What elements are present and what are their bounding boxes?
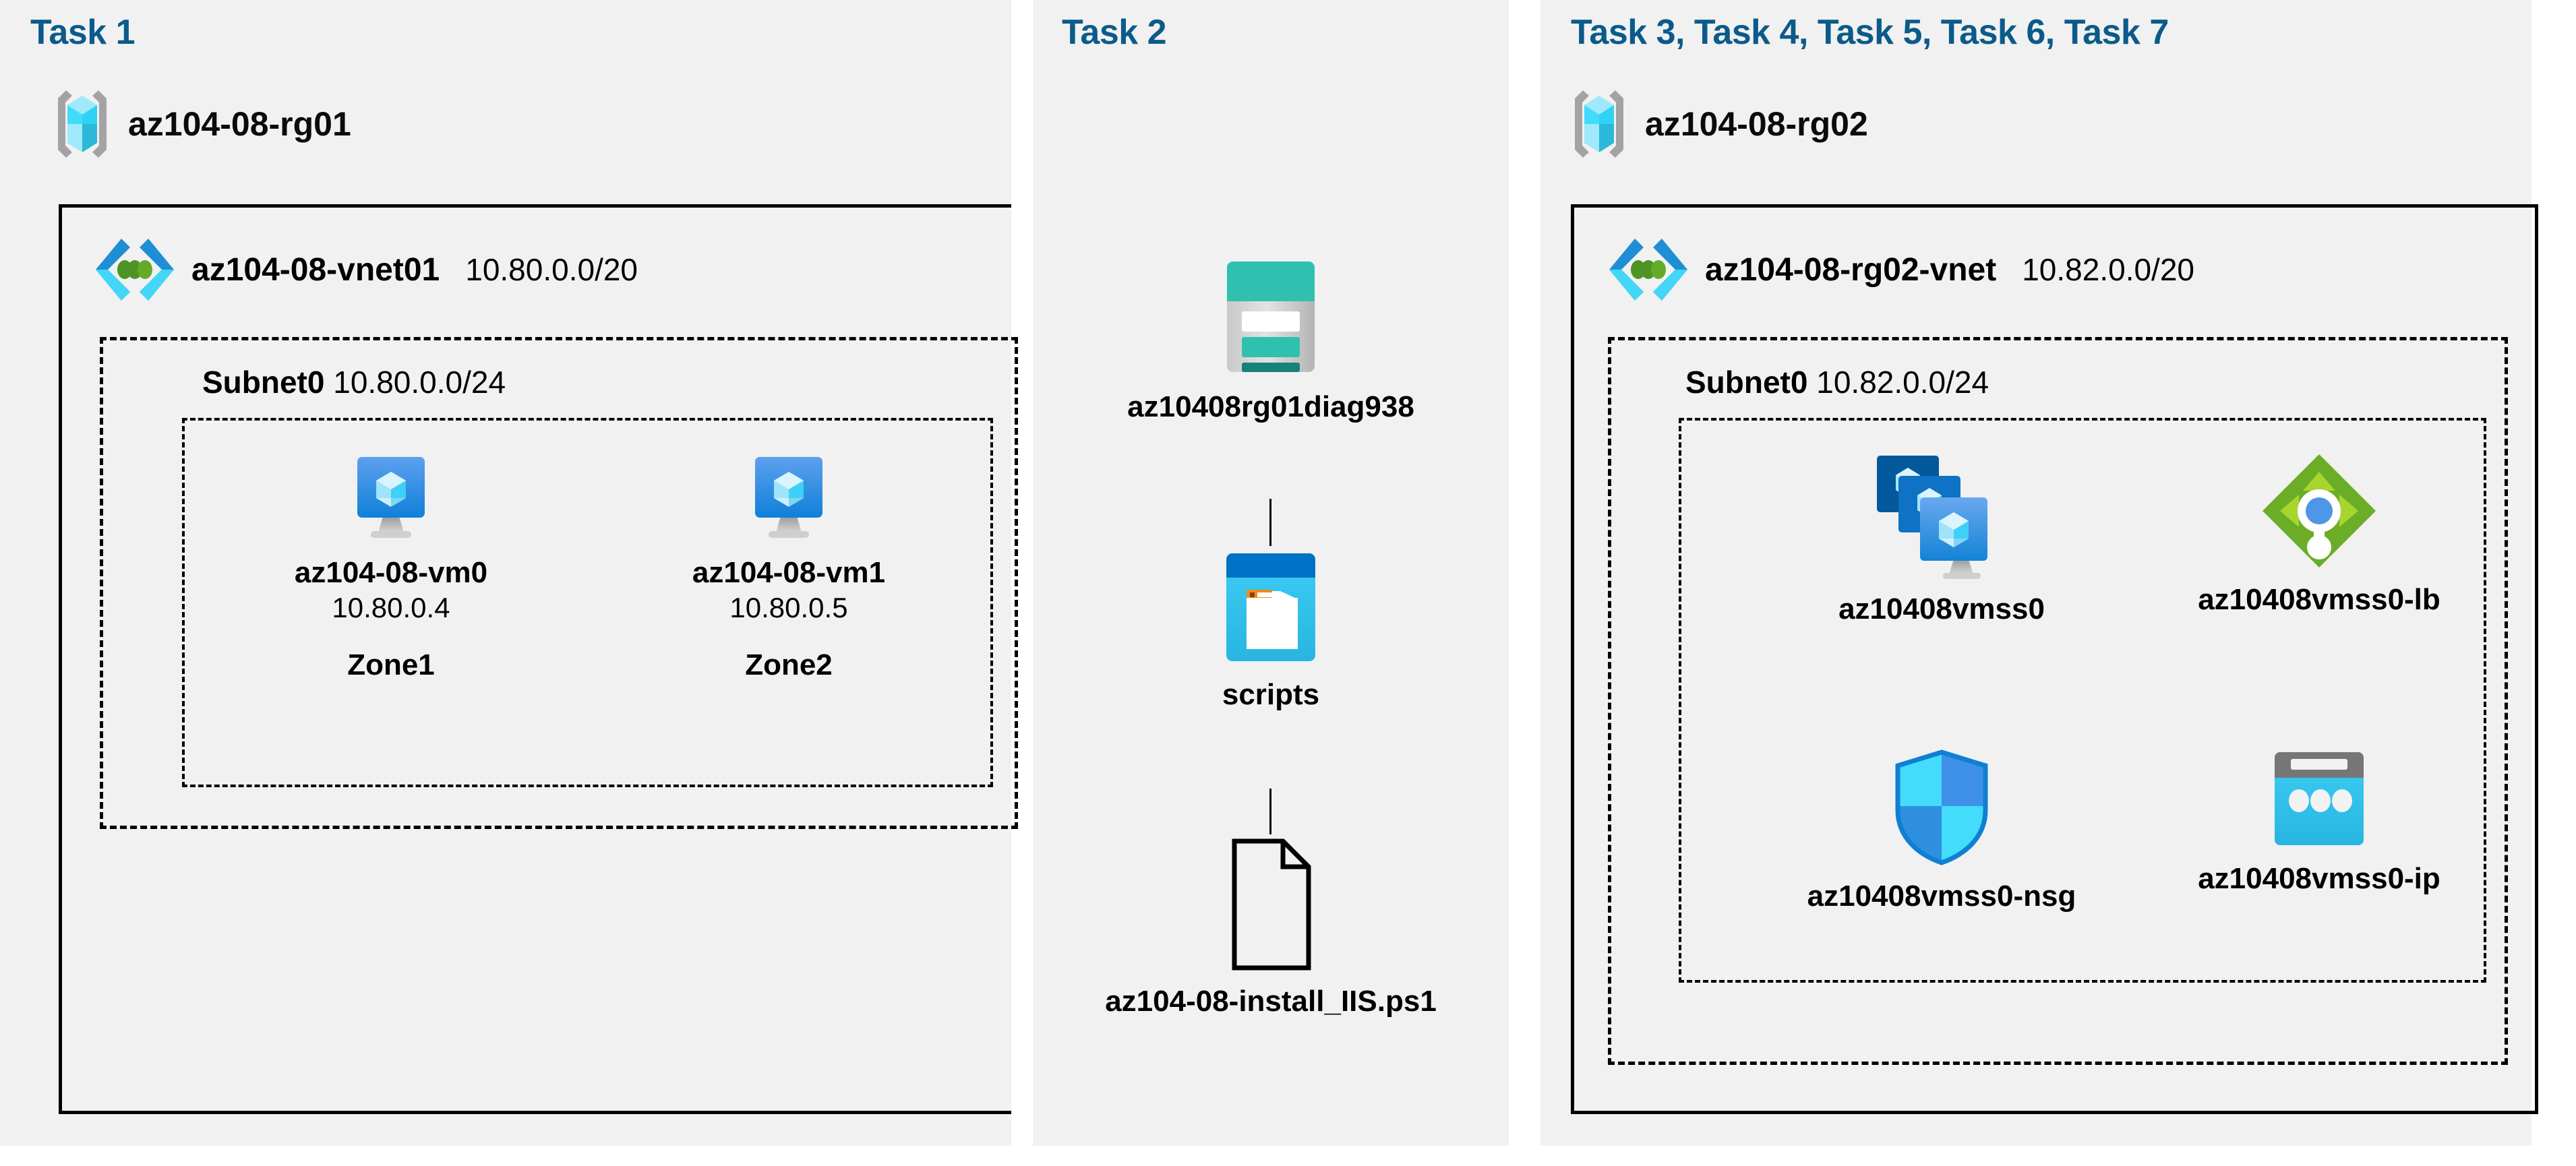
nsg-node[interactable]: az10408vmss0-nsg: [1766, 748, 2117, 914]
virtual-network-icon: [1608, 235, 1689, 305]
subnet-label: Subnet0 10.82.0.0/24: [1685, 364, 1989, 400]
resource-group-icon: [54, 88, 111, 160]
blob-container-name: scripts: [1222, 678, 1320, 711]
task3-panel: [1540, 0, 2532, 1146]
vmss-icon: [1766, 452, 2117, 580]
vm-zone: Zone2: [745, 648, 833, 682]
load-balancer-node[interactable]: az10408vmss0-lb: [2144, 452, 2494, 617]
subnet-label: Subnet0 10.80.0.0/24: [202, 364, 506, 400]
vm-ip: 10.80.0.4: [332, 591, 450, 623]
storage-account-name: az10408rg01diag938: [1127, 390, 1414, 423]
script-file-node[interactable]: az104-08-install_IIS.ps1: [1045, 837, 1497, 1019]
task2-heading: Task 2: [1062, 13, 1167, 52]
public-ip-node[interactable]: az10408vmss0-ip: [2144, 748, 2494, 896]
vnet02-boundary-box: [1571, 204, 2538, 1114]
virtual-network-icon: [94, 235, 175, 305]
blob-container-node[interactable]: scripts: [1069, 549, 1473, 712]
load-balancer-name: az10408vmss0-lb: [2198, 583, 2440, 616]
vnet-cidr-label: 10.82.0.0/20: [2022, 252, 2195, 287]
vmss-node[interactable]: az10408vmss0: [1766, 452, 2117, 627]
vm-node-1[interactable]: az104-08-vm1 10.80.0.5 Zone2: [654, 452, 924, 682]
network-security-group-icon: [1766, 748, 2117, 867]
file-icon: [1045, 837, 1497, 972]
vnet-name-label: az104-08-vnet01: [191, 251, 440, 288]
vm-name: az104-08-vm1: [692, 556, 886, 589]
virtual-machine-icon: [654, 452, 924, 543]
resource-group-icon: [1571, 88, 1627, 160]
subnet-cidr: 10.82.0.0/24: [1816, 365, 1989, 400]
resource-group-row-rg01: az104-08-rg01: [54, 88, 351, 160]
subnet-name: Subnet0: [202, 365, 325, 400]
subnet-boundary-box: [100, 337, 1018, 829]
vnet-cidr-label: 10.80.0.0/20: [465, 252, 638, 287]
vnet-row-vnet01: az104-08-vnet01 10.80.0.0/20: [94, 235, 638, 305]
availability-zones-box: [182, 418, 993, 787]
vm-node-0[interactable]: az104-08-vm0 10.80.0.4 Zone1: [256, 452, 526, 682]
task1-heading: Task 1: [30, 13, 136, 52]
resource-group-label: az104-08-rg01: [128, 105, 351, 143]
vm-zone: Zone1: [347, 648, 435, 682]
storage-account-node[interactable]: az10408rg01diag938: [1069, 256, 1473, 425]
task3-heading: Task 3, Task 4, Task 5, Task 6, Task 7: [1571, 13, 2169, 52]
subnet-boundary-box: [1608, 337, 2508, 1065]
public-ip-address-icon: [2144, 748, 2494, 849]
connector-storage-to-container: [1269, 499, 1271, 546]
storage-account-icon: [1069, 256, 1473, 377]
load-balancer-icon: [2144, 452, 2494, 570]
task1-panel: [0, 0, 1011, 1146]
vnet-row-vnet02: az104-08-rg02-vnet 10.82.0.0/20: [1608, 235, 2194, 305]
vm-ip: 10.80.0.5: [729, 591, 848, 623]
virtual-machine-icon: [256, 452, 526, 543]
resource-group-row-rg02: az104-08-rg02: [1571, 88, 1868, 160]
vnet-name-label: az104-08-rg02-vnet: [1705, 251, 1997, 288]
subnet-cidr: 10.80.0.0/24: [333, 365, 506, 400]
vm-name: az104-08-vm0: [294, 556, 488, 589]
subnet-name: Subnet0: [1685, 365, 1808, 400]
vmss-resources-box: [1679, 418, 2486, 983]
resource-group-label: az104-08-rg02: [1645, 105, 1868, 143]
vmss-name: az10408vmss0: [1838, 592, 2045, 625]
nsg-name: az10408vmss0-nsg: [1807, 880, 2076, 913]
public-ip-name: az10408vmss0-ip: [2198, 862, 2440, 895]
connector-container-to-file: [1269, 789, 1271, 834]
panel-gutter-2: [1509, 0, 1540, 1166]
script-file-name: az104-08-install_IIS.ps1: [1105, 985, 1437, 1018]
blob-container-icon: [1069, 549, 1473, 665]
